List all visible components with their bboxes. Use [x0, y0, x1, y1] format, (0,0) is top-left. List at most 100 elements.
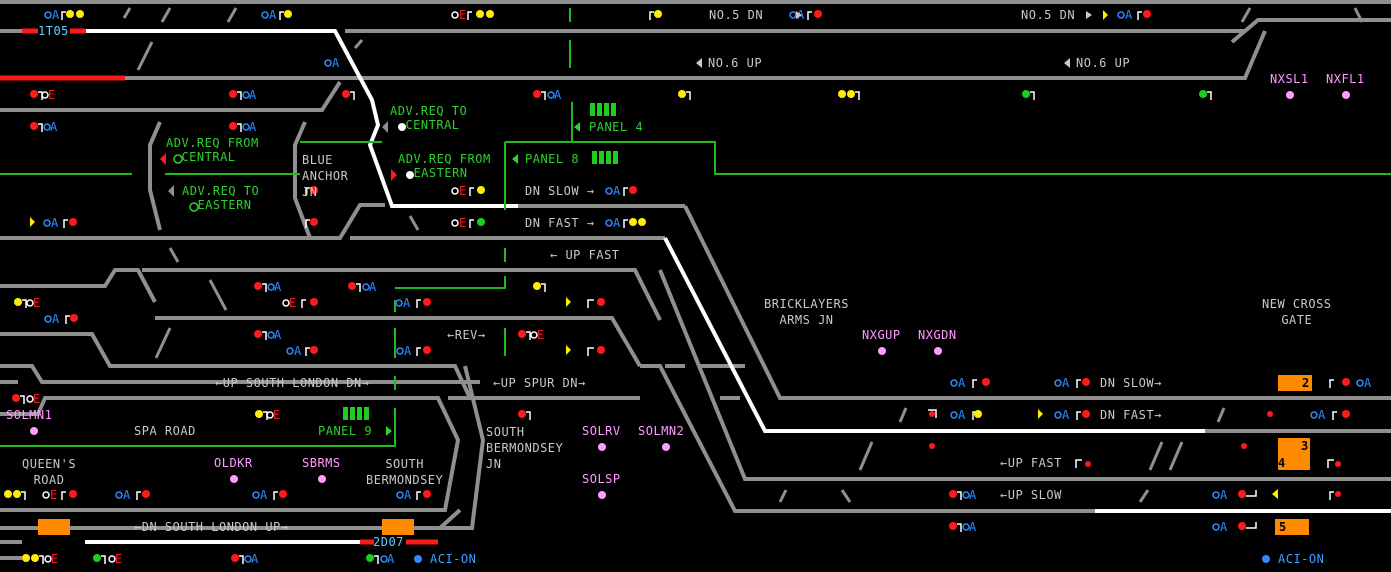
- route-label-dn-south-london-up: ←DN SOUTH LONDON UP→: [134, 520, 289, 534]
- svg-text:A: A: [123, 488, 131, 502]
- route-label-rev: ←REV→: [447, 328, 486, 342]
- svg-text:E: E: [289, 296, 296, 310]
- svg-text:A: A: [403, 296, 411, 310]
- nx-button-solsp[interactable]: SOLSP: [582, 472, 621, 486]
- svg-text:E: E: [459, 184, 466, 198]
- svg-text:A: A: [269, 8, 277, 22]
- location-south-bermondsey: SOUTH BERMONDSEY: [366, 457, 444, 487]
- svg-text:A: A: [1364, 376, 1372, 390]
- route-label-no6-up-a: NO.6 UP: [708, 56, 763, 70]
- svg-text:E: E: [48, 88, 55, 102]
- points-5-label: 5: [1279, 520, 1287, 534]
- nx-button-nxgup[interactable]: NXGUP: [862, 328, 901, 342]
- svg-text:E: E: [537, 328, 544, 342]
- svg-text:E: E: [51, 552, 58, 566]
- nx-button-solmn2[interactable]: SOLMN2: [638, 424, 685, 438]
- adv-req-to-central[interactable]: ADV.REQ TO CENTRAL: [390, 104, 468, 132]
- svg-text:A: A: [249, 88, 257, 102]
- svg-text:A: A: [1062, 376, 1070, 390]
- adv-req-indicators: [160, 121, 414, 212]
- svg-text:A: A: [369, 280, 377, 294]
- train-describer-1t05[interactable]: 1T05: [38, 24, 69, 38]
- svg-text:A: A: [958, 376, 966, 390]
- adv-req-from-eastern[interactable]: ADV.REQ FROM EASTERN: [398, 152, 491, 180]
- svg-text:E: E: [273, 408, 280, 422]
- route-label-dn-fast-top: DN FAST →: [525, 216, 595, 230]
- signals: A A E A A A E A A A A E A: [4, 8, 1372, 566]
- location-queens-road: QUEEN'S ROAD: [22, 457, 77, 487]
- track-layout: [0, 0, 1391, 560]
- panel-4-indicator: [590, 103, 616, 116]
- svg-text:A: A: [249, 120, 257, 134]
- points-4-label: 4: [1278, 456, 1286, 470]
- points-box-3-4[interactable]: 3 4: [1278, 438, 1310, 470]
- adv-req-to-eastern[interactable]: ADV.REQ TO EASTERN: [182, 184, 260, 212]
- svg-text:A: A: [613, 216, 621, 230]
- svg-text:A: A: [1125, 8, 1133, 22]
- svg-text:E: E: [50, 488, 57, 502]
- route-arrows: [386, 11, 1092, 436]
- route-label-no6-up-b: NO.6 UP: [1076, 56, 1131, 70]
- route-label-up-south-london-dn: ←UP SOUTH LONDON DN→: [215, 376, 370, 390]
- svg-text:E: E: [459, 8, 466, 22]
- nx-button-sbrms[interactable]: SBRMS: [302, 456, 341, 470]
- panel-8-indicator: [592, 151, 618, 164]
- route-set: [85, 29, 1391, 544]
- route-label-dn-slow-right: DN SLOW→: [1100, 376, 1162, 390]
- svg-text:A: A: [958, 408, 966, 422]
- svg-text:A: A: [274, 280, 282, 294]
- location-spa-road: SPA ROAD: [134, 424, 196, 438]
- nx-button-nxfl1[interactable]: NXFL1: [1326, 72, 1365, 86]
- route-label-dn-fast-right: DN FAST→: [1100, 408, 1162, 422]
- panel-boundaries: [0, 8, 1391, 447]
- track-occupancy: [0, 28, 438, 545]
- nx-button-dots: [30, 91, 1350, 563]
- svg-text:A: A: [50, 120, 58, 134]
- points-box-2[interactable]: 2: [1278, 375, 1312, 391]
- svg-text:A: A: [1220, 520, 1228, 534]
- panel-8-label: PANEL 8: [525, 152, 580, 166]
- location-bricklayers-arms-jn: BRICKLAYERS ARMS JN: [764, 297, 849, 327]
- route-label-no5-dn-b: NO.5 DN: [1021, 8, 1076, 22]
- route-label-no5-dn-a: NO.5 DN: [709, 8, 764, 22]
- td-box-mid[interactable]: [382, 519, 414, 535]
- svg-text:A: A: [1318, 408, 1326, 422]
- points-box-5[interactable]: 5: [1275, 519, 1309, 535]
- route-label-up-slow-right: ←UP SLOW: [1000, 488, 1062, 502]
- nx-button-nxsl1[interactable]: NXSL1: [1270, 72, 1309, 86]
- nx-button-oldkr[interactable]: OLDKR: [214, 456, 253, 470]
- svg-text:A: A: [404, 344, 412, 358]
- panel-9-indicator: [343, 407, 369, 420]
- svg-text:A: A: [554, 88, 562, 102]
- svg-text:A: A: [404, 488, 412, 502]
- aci-on-left[interactable]: ACI-ON: [430, 552, 477, 566]
- svg-text:A: A: [969, 488, 977, 502]
- aci-on-right[interactable]: ACI-ON: [1278, 552, 1325, 566]
- svg-text:A: A: [274, 328, 282, 342]
- points-3-label: 3: [1301, 439, 1309, 453]
- route-label-dn-slow-top: DN SLOW →: [525, 184, 595, 198]
- train-describer-2d07[interactable]: 2D07: [373, 535, 404, 549]
- nx-button-nxgdn[interactable]: NXGDN: [918, 328, 957, 342]
- nx-button-solmn1[interactable]: SOLMN1: [6, 408, 53, 422]
- td-box-left[interactable]: [38, 519, 70, 535]
- route-label-up-fast-top: ← UP FAST: [550, 248, 620, 262]
- location-south-bermondsey-jn: SOUTH BERMONDSEY JN: [486, 425, 564, 471]
- svg-text:A: A: [1062, 408, 1070, 422]
- location-blue-anchor-jn: BLUE ANCHOR JN: [302, 153, 349, 199]
- route-label-up-fast-right: ←UP FAST: [1000, 456, 1062, 470]
- svg-text:A: A: [294, 344, 302, 358]
- svg-text:A: A: [332, 56, 340, 70]
- svg-text:A: A: [969, 520, 977, 534]
- adv-req-from-central[interactable]: ADV.REQ FROM CENTRAL: [166, 136, 259, 164]
- svg-text:A: A: [1220, 488, 1228, 502]
- svg-text:A: A: [52, 8, 60, 22]
- svg-text:A: A: [251, 552, 259, 566]
- panel-9-label: PANEL 9: [318, 424, 373, 438]
- crossover-ticks: [122, 7, 1364, 503]
- svg-text:E: E: [459, 216, 466, 230]
- svg-text:E: E: [33, 296, 40, 310]
- route-label-up-spur-dn: ←UP SPUR DN→: [493, 376, 586, 390]
- nx-button-solrv[interactable]: SOLRV: [582, 424, 621, 438]
